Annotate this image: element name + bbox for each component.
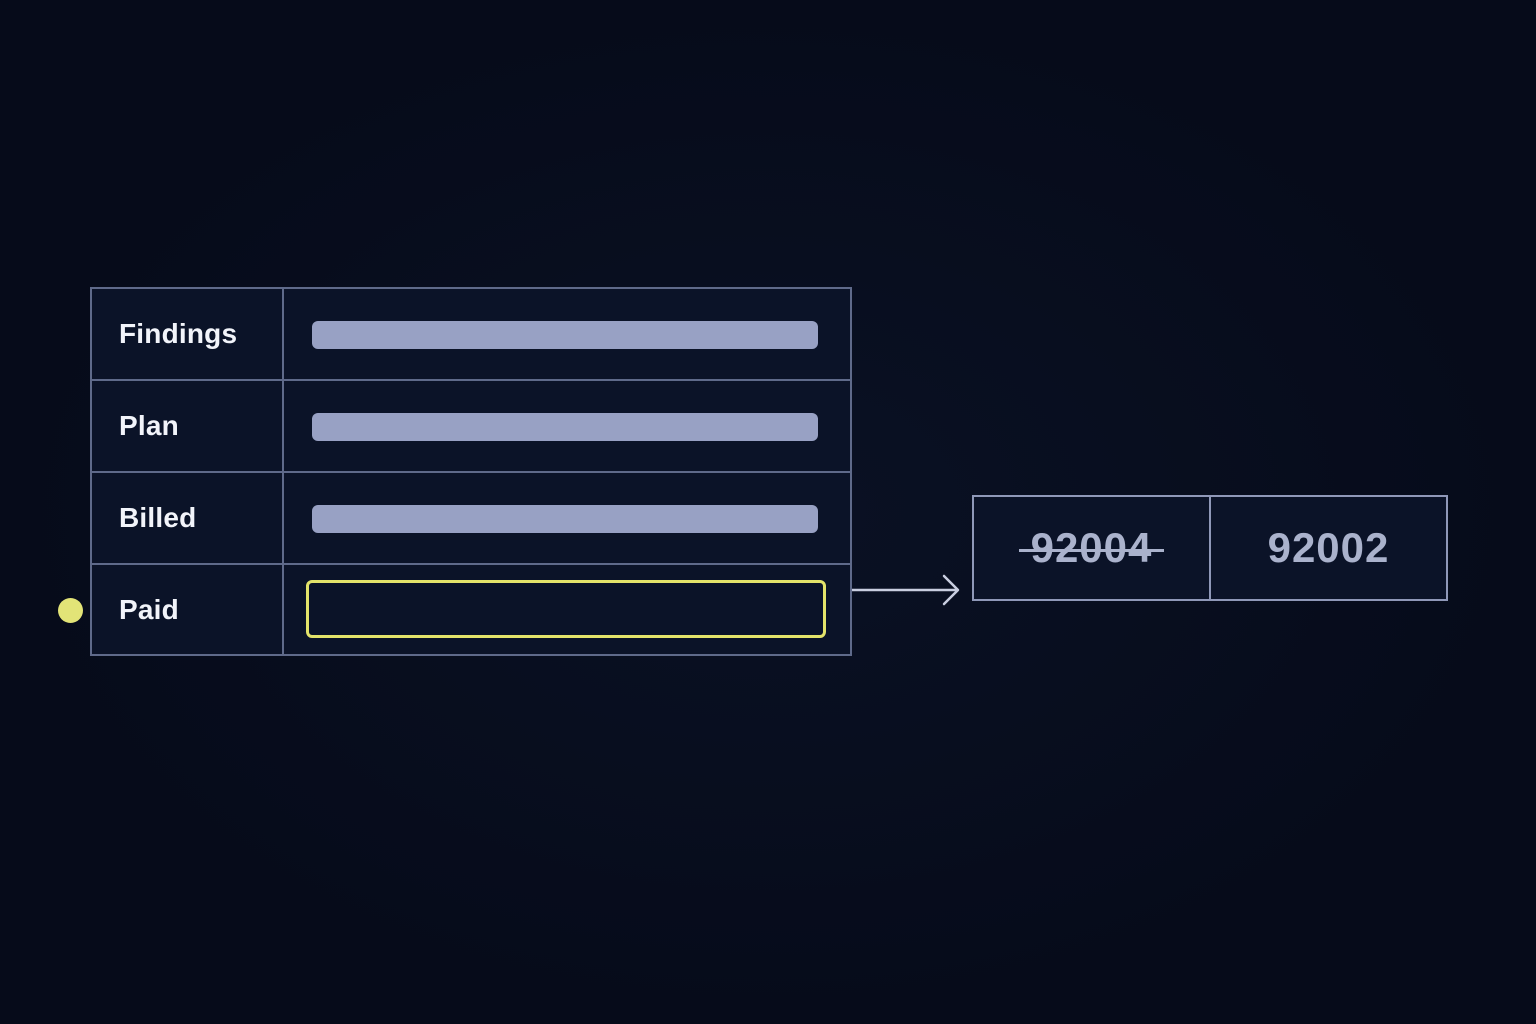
new-code-cell: 92002 (1211, 497, 1446, 599)
label-cell: Billed (92, 473, 284, 563)
label-cell: Paid (92, 565, 284, 654)
label-cell: Findings (92, 289, 284, 379)
new-code-value: 92002 (1267, 524, 1390, 571)
value-cell[interactable] (284, 289, 850, 379)
value-cell (284, 565, 850, 654)
old-code-cell: 92004 (974, 497, 1211, 599)
arrow-right-icon (852, 574, 960, 606)
filled-value-placeholder (312, 413, 818, 441)
form-table: Findings Plan Billed Paid (90, 287, 852, 656)
value-cell[interactable] (284, 473, 850, 563)
form-row-billed: Billed (92, 473, 850, 565)
old-code-struck: 92004 (1018, 524, 1165, 572)
form-row-paid: Paid (92, 565, 850, 654)
form-row-findings: Findings (92, 289, 850, 381)
filled-value-placeholder (312, 505, 818, 533)
row-label-billed: Billed (119, 502, 197, 533)
filled-value-placeholder (312, 321, 818, 349)
form-row-plan: Plan (92, 381, 850, 473)
code-replacement-box: 92004 92002 (972, 495, 1448, 601)
row-label-findings: Findings (119, 318, 238, 349)
label-cell: Plan (92, 381, 284, 471)
value-cell[interactable] (284, 381, 850, 471)
strikethrough-line (1018, 548, 1165, 552)
old-code-value: 92004 (1030, 524, 1153, 571)
dot-icon (58, 598, 83, 623)
row-label-plan: Plan (119, 410, 179, 441)
row-label-paid: Paid (119, 593, 179, 625)
paid-input-field[interactable] (306, 580, 826, 638)
